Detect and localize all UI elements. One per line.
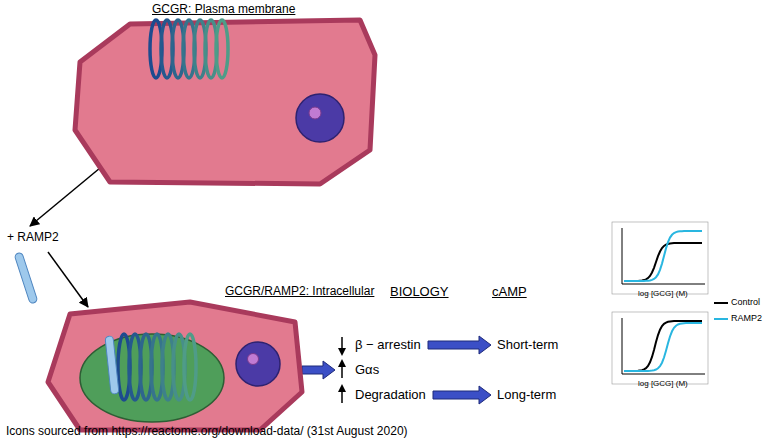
node-text: Degradation	[355, 387, 428, 403]
text-node: β − arrestin	[355, 337, 423, 353]
legend-line	[714, 302, 728, 304]
connector	[433, 386, 491, 404]
nucleolus	[248, 354, 259, 365]
legend-text: RAMP2	[731, 313, 762, 323]
chart-frame	[612, 312, 708, 384]
block-arrow	[428, 336, 491, 354]
cell-heading: GCGR: Plasma membrane	[152, 2, 295, 16]
node-text: Long-term	[497, 387, 559, 403]
intracellular-compartment	[80, 334, 224, 422]
nucleus	[236, 342, 280, 386]
dose-response-curve	[624, 323, 702, 371]
axis-label: log [GCG] (M)	[638, 289, 688, 298]
column-heading: BIOLOGY	[390, 284, 449, 299]
axis-label: log [GCG] (M)	[638, 379, 688, 388]
caption: Icons sourced from https://reactome.org/…	[6, 424, 408, 438]
ramp2-rod	[14, 252, 38, 304]
dose-response-curve	[624, 321, 702, 371]
helix-coil	[216, 20, 228, 78]
edge-label: + RAMP2	[6, 230, 60, 244]
up-arrow	[341, 388, 343, 403]
connector-line	[48, 252, 88, 307]
up-arrow	[341, 363, 343, 378]
text-node: Short-term	[497, 337, 561, 353]
helix-coil	[184, 334, 196, 400]
block-arrow	[302, 361, 335, 379]
text-node: Gαs	[355, 362, 382, 378]
connector	[302, 361, 335, 379]
legend-line	[714, 318, 728, 320]
connector-line	[30, 168, 100, 226]
dose-response-curve	[624, 231, 702, 281]
block-arrow	[433, 386, 491, 404]
chart-axes	[622, 318, 705, 374]
cell-body	[75, 20, 375, 184]
connector	[428, 336, 491, 354]
chart-frame	[612, 222, 708, 294]
chart-axes	[622, 228, 705, 284]
cell-node: GCGR/RAMP2: Intracellular	[40, 272, 305, 434]
legend-text: Control	[731, 297, 760, 307]
nucleus	[296, 94, 344, 142]
cell-heading: GCGR/RAMP2: Intracellular	[225, 284, 374, 298]
cell-body	[48, 302, 302, 430]
node-text: β − arrestin	[355, 337, 423, 353]
column-heading: cAMP	[492, 284, 527, 299]
nucleolus	[309, 107, 321, 119]
text-node: Degradation	[355, 387, 428, 403]
node-text: Gαs	[355, 362, 382, 378]
receptor-helix	[150, 20, 228, 78]
receptor-helix	[118, 334, 196, 400]
ramp2-rod	[105, 336, 119, 395]
cell-outline	[70, 0, 380, 188]
node-text: Short-term	[497, 337, 561, 353]
cell-node: GCGR: Plasma membrane	[70, 0, 380, 188]
down-arrow	[341, 337, 343, 352]
text-node: Long-term	[497, 387, 559, 403]
